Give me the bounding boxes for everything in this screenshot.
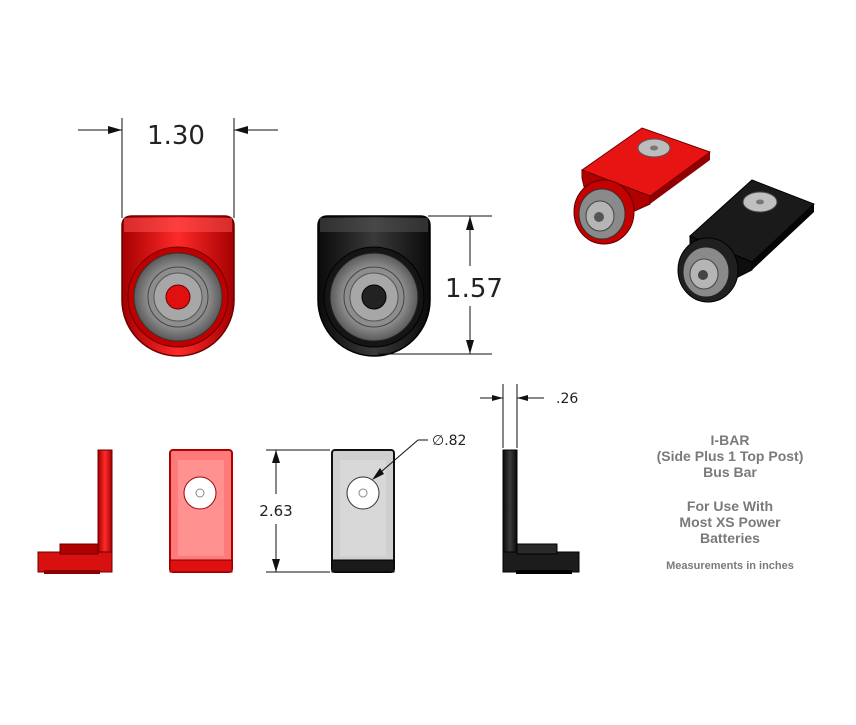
black-bar-front-view <box>317 215 431 357</box>
title-block: I-BAR (Side Plus 1 Top Post) Bus Bar For… <box>630 432 830 572</box>
units-note: Measurements in inches <box>666 560 794 572</box>
length-label: 2.63 <box>259 502 292 520</box>
title-line-2: (Side Plus 1 Top Post) <box>656 448 804 464</box>
usage-line-2: Most XS Power <box>679 514 781 530</box>
red-bar-top-view <box>169 449 233 573</box>
length-dimension: 2.63 <box>259 449 330 573</box>
thickness-label: .26 <box>556 391 578 407</box>
thickness-dimension: .26 <box>480 384 578 448</box>
hole-diameter-dimension: ∅.82 <box>372 433 466 480</box>
black-bar-isometric-view <box>677 179 815 303</box>
usage-line-3: Batteries <box>700 530 760 546</box>
title-line-3: Bus Bar <box>703 464 757 480</box>
black-bar-side-view <box>502 449 580 574</box>
hole-diameter-label: ∅.82 <box>432 433 466 449</box>
usage-line-1: For Use With <box>686 498 774 514</box>
height-label: 1.57 <box>445 274 503 304</box>
red-bar-side-view <box>37 449 113 574</box>
width-label: 1.30 <box>147 121 205 151</box>
red-bar-isometric-view <box>573 127 712 245</box>
red-bar-front-view <box>121 215 235 357</box>
title-line-1: I-BAR <box>710 432 750 448</box>
height-dimension: 1.57 <box>378 215 503 355</box>
width-dimension: 1.30 <box>78 118 278 218</box>
